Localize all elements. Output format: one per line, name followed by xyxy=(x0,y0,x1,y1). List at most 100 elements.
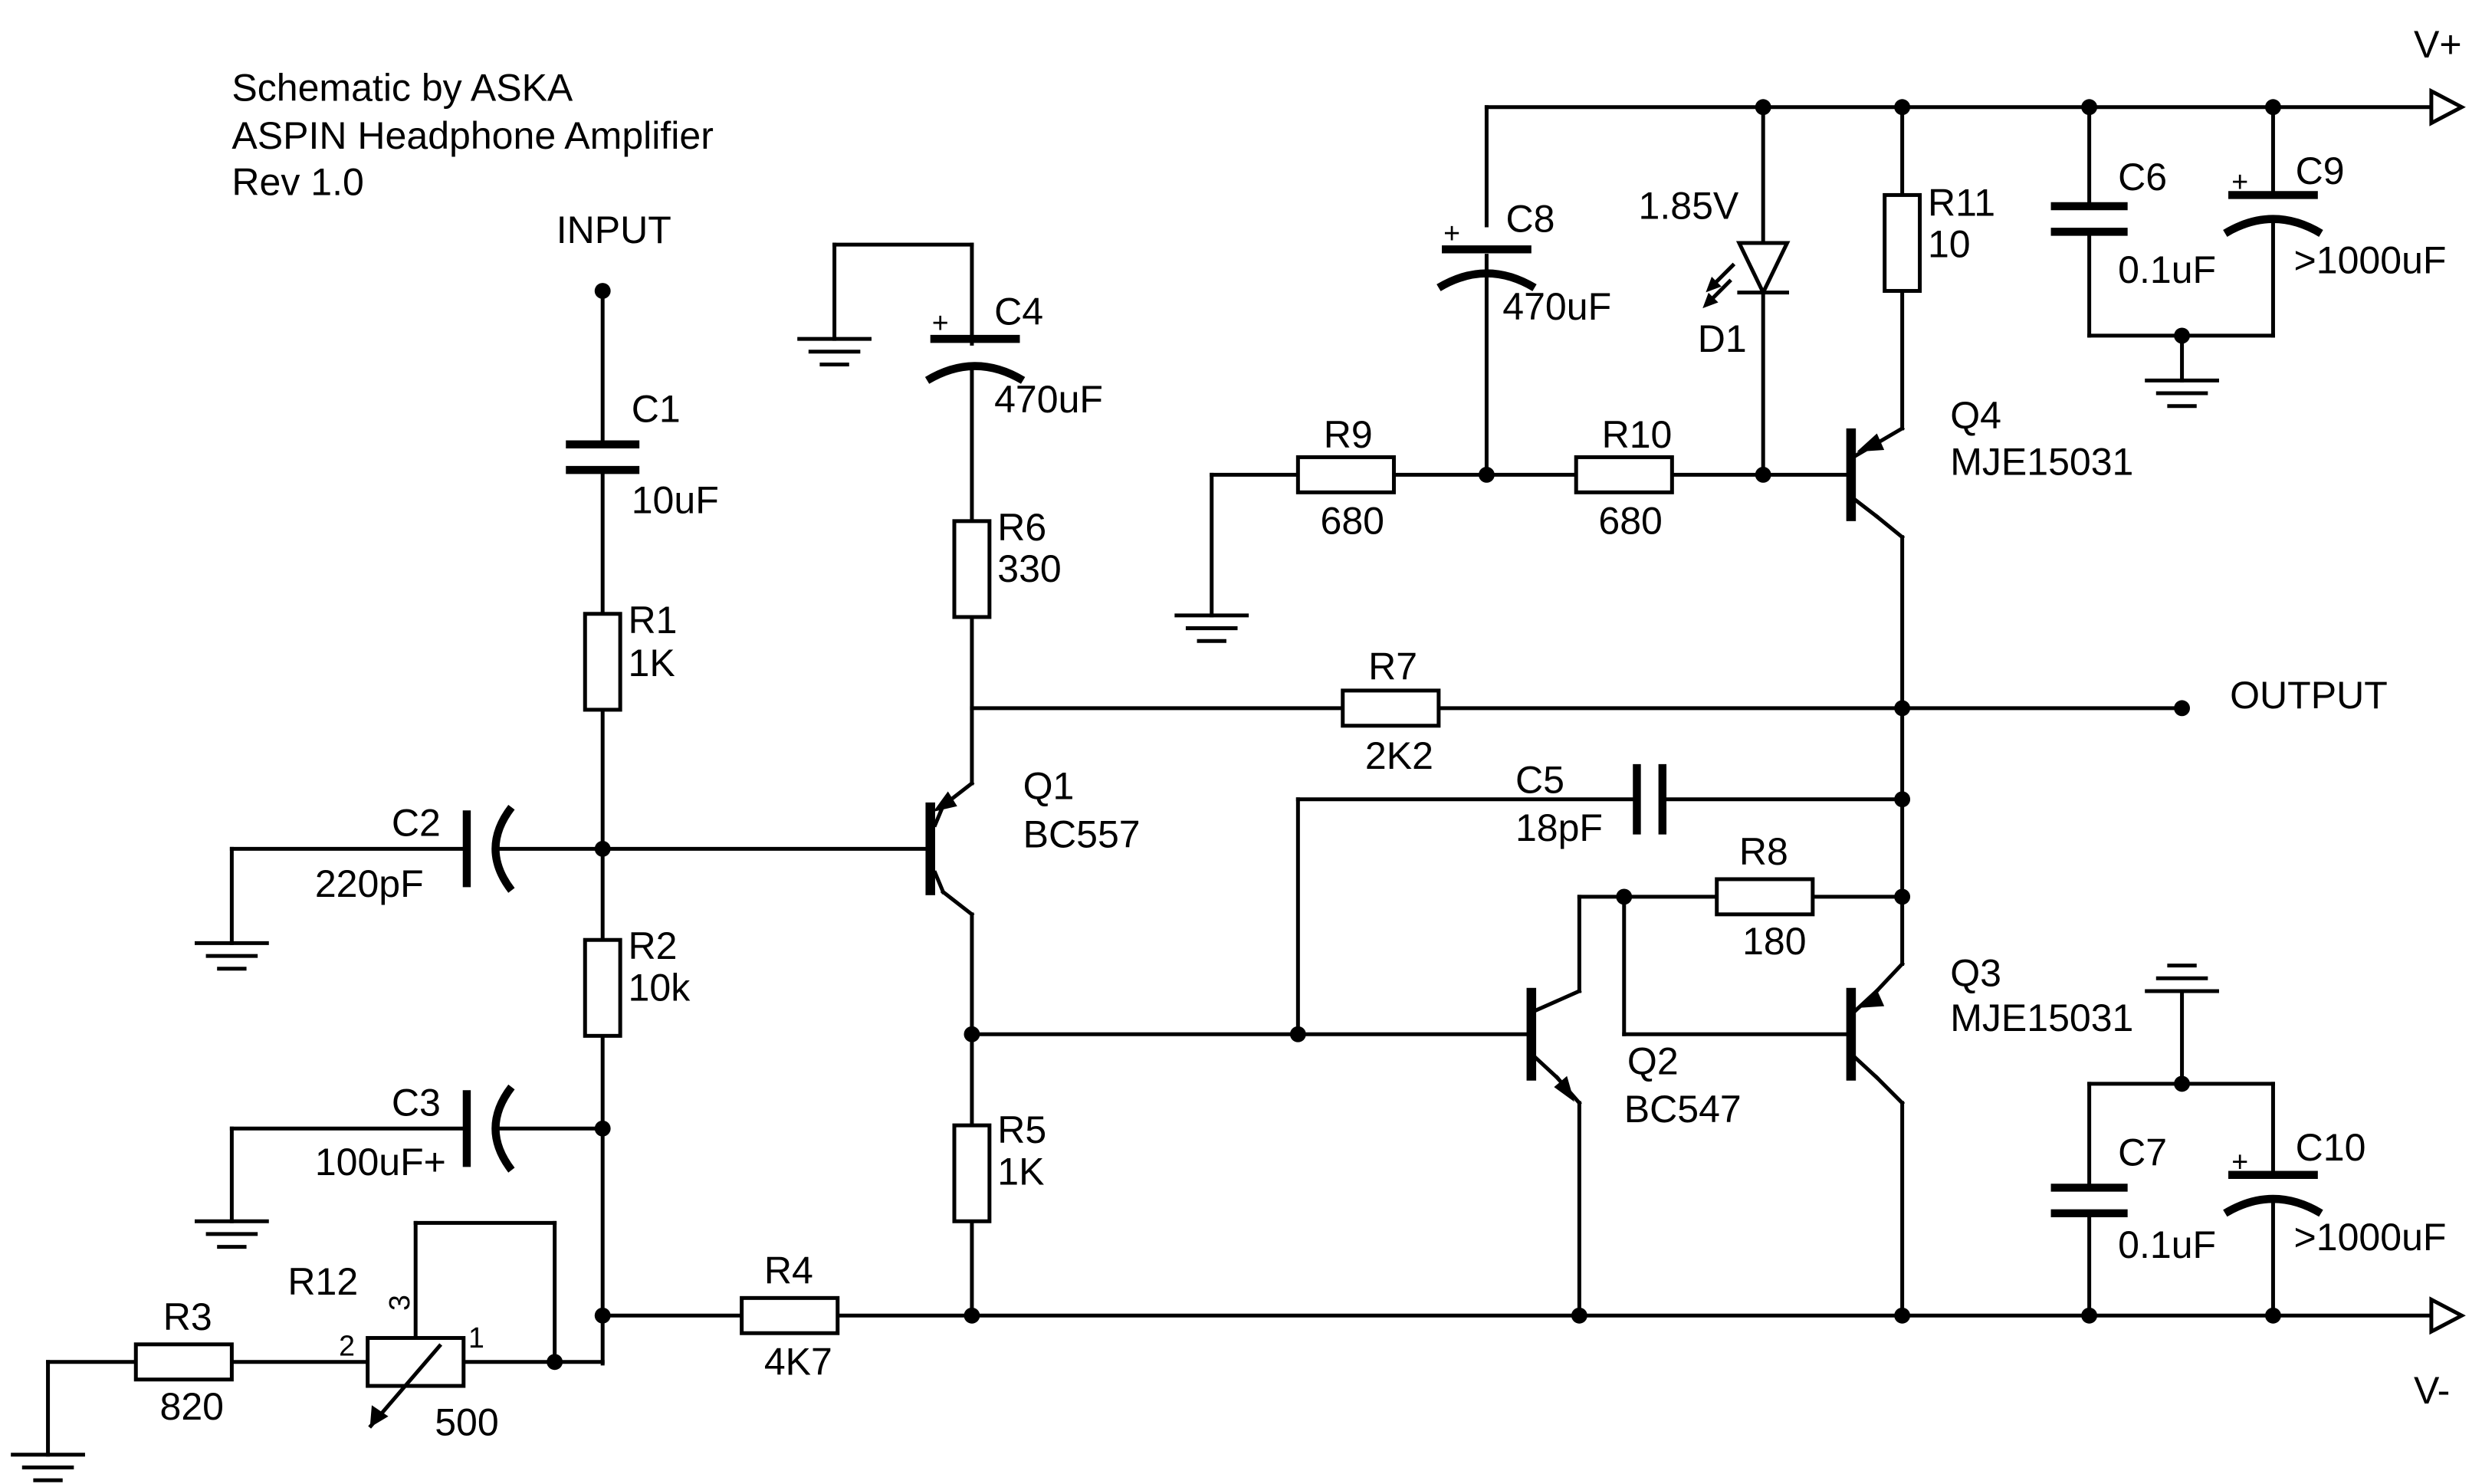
ground-symbol xyxy=(195,941,269,971)
c3-value: 100uF+ xyxy=(315,1141,446,1184)
r8-value: 180 xyxy=(1742,920,1806,963)
resistor-r9: R9 680 xyxy=(1295,413,1396,543)
vneg-terminal: V- xyxy=(2414,1296,2466,1412)
r12-pin1: 1 xyxy=(468,1321,484,1354)
c1-ref: C1 xyxy=(632,388,681,431)
ground-symbol xyxy=(797,337,872,366)
r2-ref: R2 xyxy=(629,924,678,967)
c8-ref: C8 xyxy=(1505,197,1555,240)
r4-ref: R4 xyxy=(764,1249,813,1292)
r12-value: 500 xyxy=(435,1401,498,1444)
led-d1: 1.85V D1 xyxy=(1639,185,1791,360)
junction-dot xyxy=(964,1307,980,1324)
junction-dot xyxy=(1289,1026,1306,1042)
q3-part: MJE15031 xyxy=(1950,996,2133,1039)
r10-ref: R10 xyxy=(1602,413,1673,456)
title-revision: Rev 1.0 xyxy=(231,160,363,203)
q1-ref: Q1 xyxy=(1023,765,1075,808)
r2-value: 10k xyxy=(629,966,691,1009)
c6-value: 0.1uF xyxy=(2118,248,2216,291)
transistor-q3: Q3 MJE15031 xyxy=(1846,952,2133,1081)
c5-value: 18pF xyxy=(1515,806,1603,849)
junction-dot xyxy=(2265,1307,2281,1324)
resistor-r6: R6 330 xyxy=(952,506,1062,619)
c2-ref: C2 xyxy=(392,802,441,845)
capacitor-c4: + C4 470uF xyxy=(924,290,1103,421)
vpos-terminal: V+ xyxy=(2414,23,2466,126)
r12-pin2: 2 xyxy=(339,1329,355,1361)
capacitor-c5: C5 18pF xyxy=(1515,758,1667,849)
q3-ref: Q3 xyxy=(1950,952,2001,995)
junction-dot xyxy=(547,1354,563,1371)
c3-ref: C3 xyxy=(392,1082,441,1124)
junction-dot xyxy=(1571,1307,1587,1324)
title-block: Schematic by ASKA ASPIN Headphone Amplif… xyxy=(231,66,714,203)
q2-ref: Q2 xyxy=(1627,1039,1679,1082)
junction-dot xyxy=(2081,99,2098,116)
c7-value: 0.1uF xyxy=(2118,1223,2216,1266)
r1-ref: R1 xyxy=(629,599,678,642)
c9-polarity: + xyxy=(2231,166,2248,198)
transistor-q2: Q2 BC547 xyxy=(1526,987,1742,1131)
r1-value: 1K xyxy=(629,642,675,685)
capacitor-c2: C2 220pF xyxy=(315,802,515,905)
input-label: INPUT xyxy=(556,208,671,251)
junctions xyxy=(547,99,2281,1371)
junction-dot xyxy=(594,840,611,857)
potentiometer-r12: R12 500 2 1 3 xyxy=(287,1260,498,1444)
capacitor-c8: + C8 470uF xyxy=(1436,197,1611,328)
junction-dot xyxy=(1894,791,1911,808)
junction-dot xyxy=(964,1026,980,1042)
r12-pin3: 3 xyxy=(383,1295,415,1311)
capacitor-c3: C3 100uF+ xyxy=(315,1082,515,1184)
wires xyxy=(46,105,2432,1457)
r7-ref: R7 xyxy=(1368,645,1417,688)
transistor-q4: Q4 MJE15031 xyxy=(1846,394,2133,521)
r5-ref: R5 xyxy=(997,1108,1046,1151)
r9-value: 680 xyxy=(1321,500,1384,543)
c10-ref: C10 xyxy=(2296,1126,2366,1169)
c10-value: >1000uF xyxy=(2294,1216,2447,1259)
title-name: ASPIN Headphone Amplifier xyxy=(231,114,714,157)
c6-ref: C6 xyxy=(2118,156,2167,199)
transistor-q1: Q1 BC557 xyxy=(925,765,1141,895)
input-terminal: INPUT xyxy=(556,208,671,299)
r11-value: 10 xyxy=(1928,223,1971,266)
junction-dot xyxy=(1478,466,1495,483)
r6-ref: R6 xyxy=(997,506,1046,549)
title-author: Schematic by ASKA xyxy=(231,66,573,109)
c7-ref: C7 xyxy=(2118,1131,2167,1174)
r6-value: 330 xyxy=(997,547,1061,590)
d1-ref: D1 xyxy=(1698,317,1747,360)
junction-dot xyxy=(1616,888,1633,905)
junction-dot xyxy=(2265,99,2281,116)
output-label: OUTPUT xyxy=(2230,674,2388,717)
c9-ref: C9 xyxy=(2296,149,2345,192)
r4-value: 4K7 xyxy=(764,1340,832,1383)
vneg-label: V- xyxy=(2414,1369,2450,1412)
r8-ref: R8 xyxy=(1739,830,1788,873)
r7-value: 2K2 xyxy=(1365,734,1433,777)
capacitor-c7: C7 0.1uF xyxy=(2050,1131,2216,1266)
resistor-r2: R2 10k xyxy=(583,924,691,1038)
r3-value: 820 xyxy=(160,1385,224,1428)
capacitor-c6: C6 0.1uF xyxy=(2050,156,2216,291)
c9-value: >1000uF xyxy=(2294,239,2447,282)
resistor-r4: R4 4K7 xyxy=(740,1249,840,1383)
transistor-leads xyxy=(932,497,1880,1081)
capacitor-c9: + C9 >1000uF xyxy=(2223,149,2447,282)
d1-value: 1.85V xyxy=(1639,185,1739,228)
junction-dot xyxy=(2174,1075,2190,1092)
ground-symbol xyxy=(11,1453,85,1482)
vpos-label: V+ xyxy=(2414,23,2462,66)
c10-polarity: + xyxy=(2231,1146,2248,1178)
junction-dot xyxy=(1894,99,1911,116)
resistor-r5: R5 1K xyxy=(952,1108,1046,1223)
c4-polarity: + xyxy=(932,307,949,339)
capacitor-c10: + C10 >1000uF xyxy=(2223,1126,2447,1259)
q2-part: BC547 xyxy=(1624,1088,1742,1131)
q4-part: MJE15031 xyxy=(1950,440,2133,483)
output-terminal: OUTPUT xyxy=(2174,674,2388,717)
junction-dot xyxy=(2174,327,2190,344)
